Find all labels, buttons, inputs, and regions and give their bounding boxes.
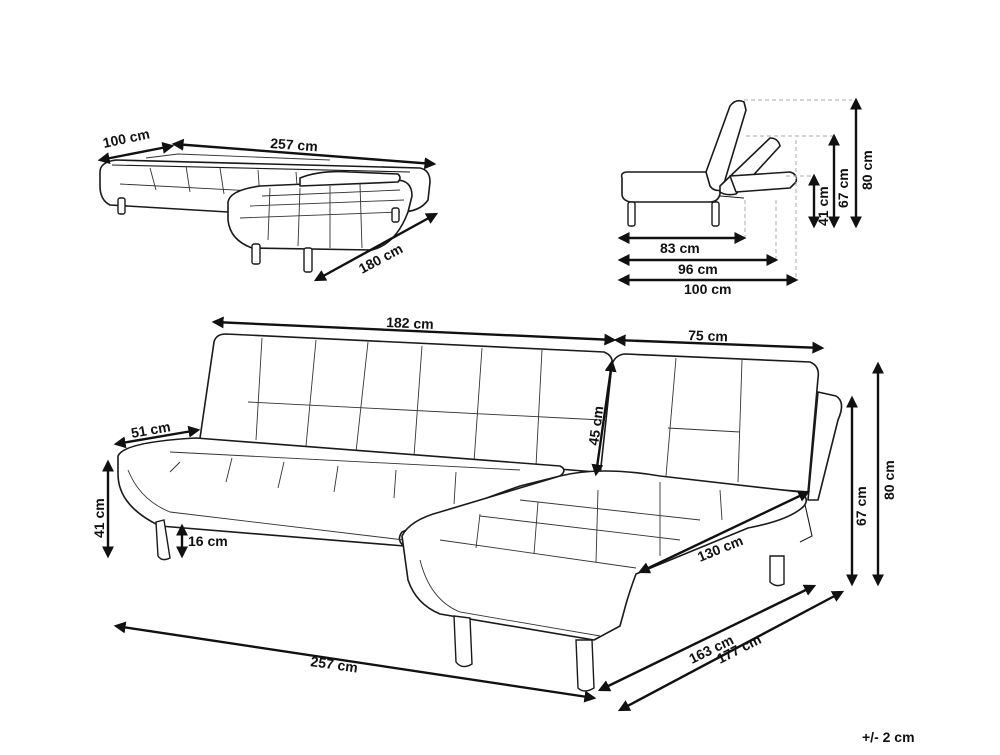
main-total-width-label: 257 cm — [310, 653, 359, 675]
dim-line-chaise — [313, 212, 439, 282]
tolerance-note: +/- 2 cm — [862, 729, 915, 745]
dim-line-seat-depth — [113, 425, 201, 449]
side-profile-illustration — [620, 99, 798, 227]
leg-shape — [453, 615, 473, 668]
top-width-label: 257 cm — [270, 135, 318, 154]
leg-shape — [251, 243, 261, 265]
main-sofa-illustration — [117, 333, 843, 692]
main-height-80-label: 80 cm — [881, 460, 897, 500]
leg-shape — [711, 201, 720, 227]
leg-shape — [575, 639, 595, 692]
dim-line-back-height — [591, 359, 617, 477]
dim-line-chaise-length — [637, 490, 811, 574]
dim-line-177 — [617, 590, 845, 712]
leg-shape — [769, 555, 785, 587]
dim-line-chaise-back — [613, 334, 825, 354]
leg-shape — [627, 201, 636, 227]
main-seat-depth-label: 51 cm — [130, 418, 172, 441]
side-full-height-label: 80 cm — [859, 150, 875, 190]
main-chaise-back-label: 75 cm — [688, 327, 728, 344]
side-mid-depth-label: 96 cm — [678, 261, 718, 277]
main-sofa-width-label: 182 cm — [386, 314, 434, 332]
dim-line-width — [171, 138, 437, 170]
side-seat-height-label: 41 cm — [815, 186, 831, 226]
main-back-height-label: 45 cm — [585, 405, 606, 447]
dim-line-depth — [97, 141, 175, 165]
leg-shape — [303, 247, 313, 273]
leg-shape — [117, 197, 126, 215]
leg-shape — [391, 207, 400, 223]
top-depth-label: 100 cm — [101, 125, 151, 151]
main-leg-height-label: 16 cm — [188, 533, 228, 549]
side-mid-height-label: 67 cm — [835, 168, 851, 208]
main-height-67-label: 67 cm — [853, 486, 869, 526]
dim-line-total-width — [113, 621, 597, 703]
dim-line-sofa-width — [211, 316, 617, 346]
leg-shape — [155, 519, 171, 561]
main-seat-height-label: 41 cm — [91, 498, 107, 538]
side-full-depth-label: 100 cm — [684, 281, 731, 297]
side-seat-depth-label: 83 cm — [660, 240, 700, 256]
dim-line-163 — [597, 584, 817, 692]
